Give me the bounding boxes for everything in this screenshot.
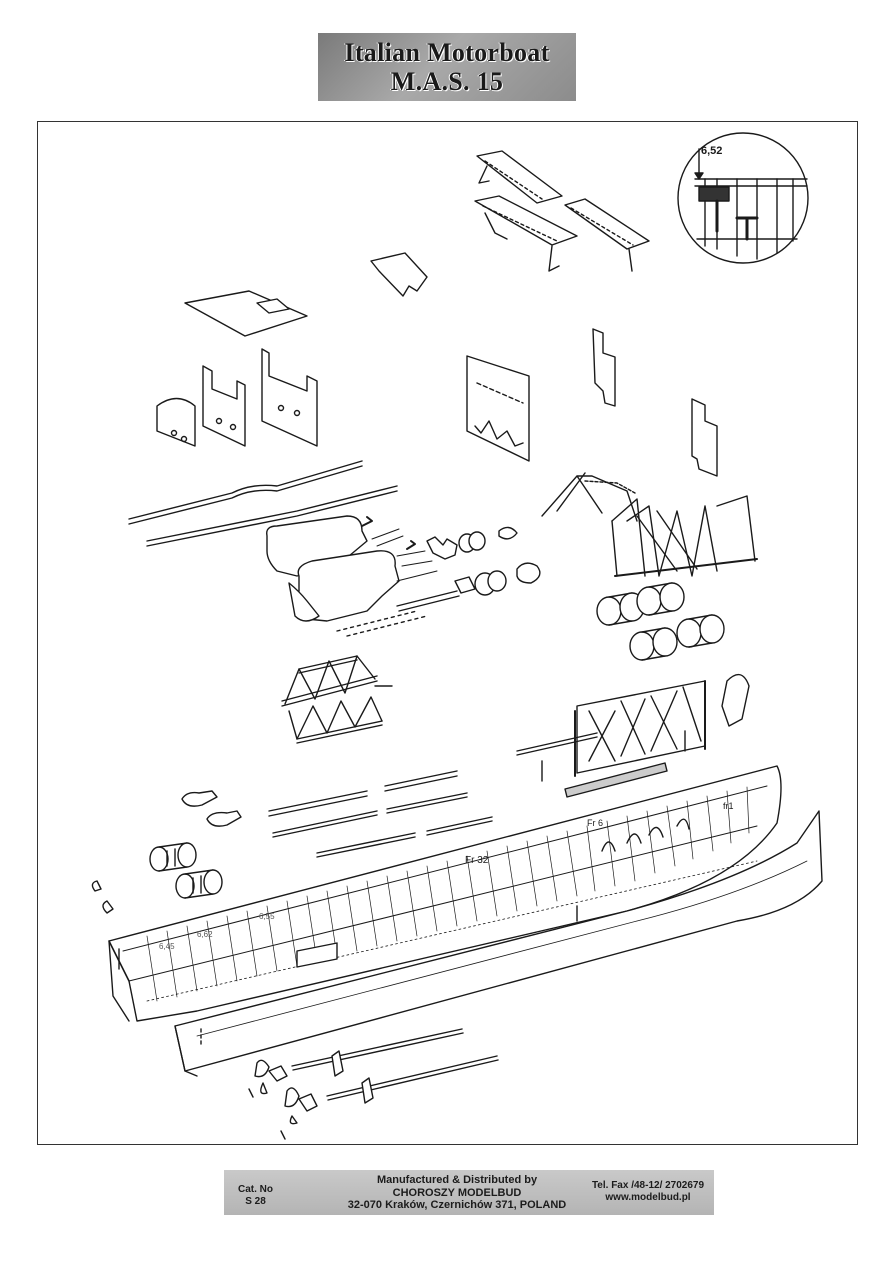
title-line-2: M.A.S. 15: [390, 67, 504, 96]
engine-blocks: [266, 515, 438, 637]
hatch-frame-small: [370, 252, 428, 297]
lattice-frame-right: [516, 673, 750, 782]
gearboxes: [396, 526, 541, 612]
footer-banner: Cat. No S 28 Manufactured & Distributed …: [224, 1170, 714, 1215]
frame-label-fr32: Fr 32: [465, 855, 489, 866]
shaft-lower: [146, 485, 398, 542]
shaft-upper: [128, 460, 363, 520]
drawing-frame: [37, 121, 858, 1145]
contact-info: Tel. Fax /48-12/ 2702679 www.modelbud.pl: [586, 1180, 710, 1204]
bulkheads-right: [592, 328, 718, 477]
propellers-and-shafts: [248, 1028, 499, 1140]
catalog-number: S 28: [245, 1196, 266, 1207]
hull-inner: Fr 32 Fr 6 fr1 6,55 6,62 6,45: [108, 765, 782, 1022]
title-banner: Italian Motorboat M.A.S. 15: [318, 33, 576, 101]
catalog-info: Cat. No S 28: [238, 1184, 273, 1208]
title-line-1: Italian Motorboat: [344, 38, 550, 67]
stringers: [268, 770, 493, 858]
frame-label-662: 6,62: [197, 930, 213, 939]
frame-label-fr1: fr1: [723, 801, 734, 811]
manufacturer-name: CHOROSZY MODELBUD: [392, 1186, 522, 1199]
deck-panel-right: [564, 198, 650, 272]
detail-inset: 6,52: [677, 132, 809, 264]
manufacturer-info: Manufactured & Distributed by CHOROSZY M…: [332, 1174, 582, 1212]
cockpit-frame: [541, 472, 758, 577]
frame-label-fr6: Fr 6: [587, 818, 603, 828]
exploded-assembly-drawing: 6,52: [91, 132, 823, 1140]
deck-plate-large: [184, 290, 308, 337]
bulkhead-center: [466, 355, 530, 462]
lattice-frames-left: [281, 655, 393, 744]
frame-label-645: 6,45: [159, 942, 175, 951]
deck-panel-middle: [474, 195, 578, 272]
inset-label: 6,52: [701, 145, 722, 157]
phone-fax: Tel. Fax /48-12/ 2702679: [591, 1180, 705, 1191]
manufacturer-line-1: Manufactured & Distributed by: [376, 1174, 538, 1186]
gunwale-strip: [564, 762, 668, 798]
fuel-tanks: [596, 582, 725, 661]
website-link: www.modelbud.pl: [605, 1192, 691, 1203]
hull-outer: [174, 810, 823, 1077]
manufacturer-address: 32-070 Kraków, Czernichów 371, POLAND: [347, 1199, 567, 1211]
catalog-label: Cat. No: [238, 1184, 273, 1195]
deck-panel-top: [476, 150, 563, 204]
bulkheads-left: [156, 348, 318, 447]
frame-label-655: 6,55: [259, 912, 275, 921]
small-fittings: [91, 790, 242, 914]
